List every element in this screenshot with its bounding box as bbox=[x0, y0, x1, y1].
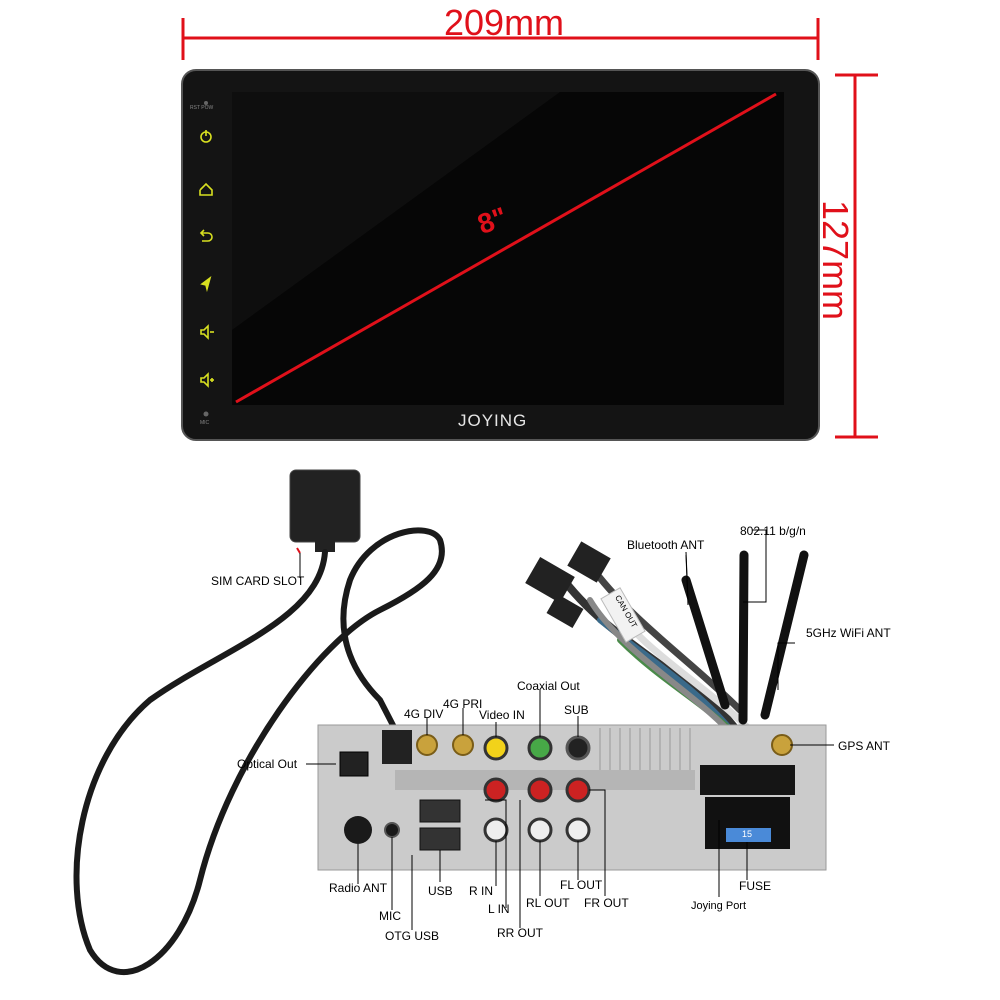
otg-usb-label: OTG USB bbox=[385, 929, 440, 943]
coaxial-out-label: Coaxial Out bbox=[517, 679, 580, 693]
diagonal-line bbox=[235, 92, 777, 404]
r-in-label: R IN bbox=[469, 884, 493, 898]
coaxial-out-port[interactable] bbox=[527, 735, 553, 761]
4g-pri-port[interactable] bbox=[452, 734, 474, 756]
4g-pri-label: 4G PRI bbox=[443, 697, 483, 711]
width-dimension-line bbox=[181, 18, 820, 60]
sim-plug bbox=[382, 730, 412, 764]
video-in-port[interactable] bbox=[483, 735, 509, 761]
volume-up-icon[interactable] bbox=[200, 372, 214, 388]
home-icon[interactable] bbox=[199, 182, 213, 196]
fr-out-port[interactable] bbox=[565, 777, 591, 803]
leader-lines bbox=[299, 529, 834, 930]
connector-plugs bbox=[525, 541, 611, 629]
sim-cable bbox=[73, 527, 445, 975]
panel-mic-label: MIC bbox=[200, 420, 210, 426]
fr-out-label: FR OUT bbox=[584, 896, 629, 910]
usb-label: USB bbox=[428, 884, 453, 898]
usb-port-bottom[interactable] bbox=[419, 827, 461, 851]
can-out-tag bbox=[600, 587, 646, 643]
video-in-label: Video IN bbox=[479, 708, 525, 722]
sub-label: SUB bbox=[564, 703, 589, 717]
mic-label: MIC bbox=[379, 909, 401, 923]
back-icon[interactable] bbox=[199, 229, 213, 242]
width-dimension-label: 209mm bbox=[444, 2, 565, 43]
gps-ant-port[interactable] bbox=[771, 734, 793, 756]
wifi-80211-label: 802.11 b/g/n bbox=[740, 524, 806, 538]
panel-top-label: RST POW bbox=[190, 105, 214, 111]
rr-out-label: RR OUT bbox=[497, 926, 543, 940]
radio-ant-label: Radio ANT bbox=[329, 881, 388, 895]
fuse-value-label: 15 bbox=[742, 829, 753, 839]
fuse-label: FUSE bbox=[739, 879, 772, 893]
mic-port[interactable] bbox=[384, 822, 400, 838]
heatsink-fins bbox=[599, 728, 691, 770]
radio-ant-port[interactable] bbox=[344, 816, 372, 844]
sub-port[interactable] bbox=[565, 735, 591, 761]
harness-plug bbox=[700, 765, 795, 795]
navigation-icon[interactable] bbox=[200, 275, 212, 293]
usb-port-top[interactable] bbox=[419, 799, 461, 823]
rl-out-label: RL OUT bbox=[526, 896, 570, 910]
brand-logo: JOYING bbox=[458, 411, 528, 430]
bluetooth-ant-label: Bluetooth ANT bbox=[627, 538, 705, 552]
sim-card-slot-label: SIM CARD SLOT bbox=[211, 574, 305, 588]
fl-out-port[interactable] bbox=[565, 817, 591, 843]
r-in-port[interactable] bbox=[483, 777, 509, 803]
antennas bbox=[681, 550, 809, 725]
fl-out-label: FL OUT bbox=[560, 878, 603, 892]
sim-card-module bbox=[289, 469, 361, 554]
wire-harness bbox=[556, 561, 754, 744]
rr-out-port[interactable] bbox=[527, 777, 553, 803]
gps-ant-label: GPS ANT bbox=[838, 739, 891, 753]
wifi-5ghz-label: 5GHz WiFi ANT bbox=[806, 626, 891, 640]
rl-out-port[interactable] bbox=[527, 817, 553, 843]
optical-out-port[interactable] bbox=[339, 751, 369, 777]
l-in-port[interactable] bbox=[483, 817, 509, 843]
joying-port-label: Joying Port bbox=[691, 900, 747, 912]
4g-div-port[interactable] bbox=[416, 734, 438, 756]
power-icon[interactable] bbox=[200, 130, 212, 143]
l-in-label: L IN bbox=[488, 902, 510, 916]
mic-hole bbox=[203, 411, 209, 417]
optical-out-label: Optical Out bbox=[237, 757, 298, 771]
fuse-block bbox=[726, 828, 771, 842]
reset-hole bbox=[204, 101, 208, 105]
volume-down-icon[interactable] bbox=[200, 324, 214, 340]
height-dimension-line bbox=[835, 73, 878, 439]
4g-div-label: 4G DIV bbox=[404, 707, 444, 721]
